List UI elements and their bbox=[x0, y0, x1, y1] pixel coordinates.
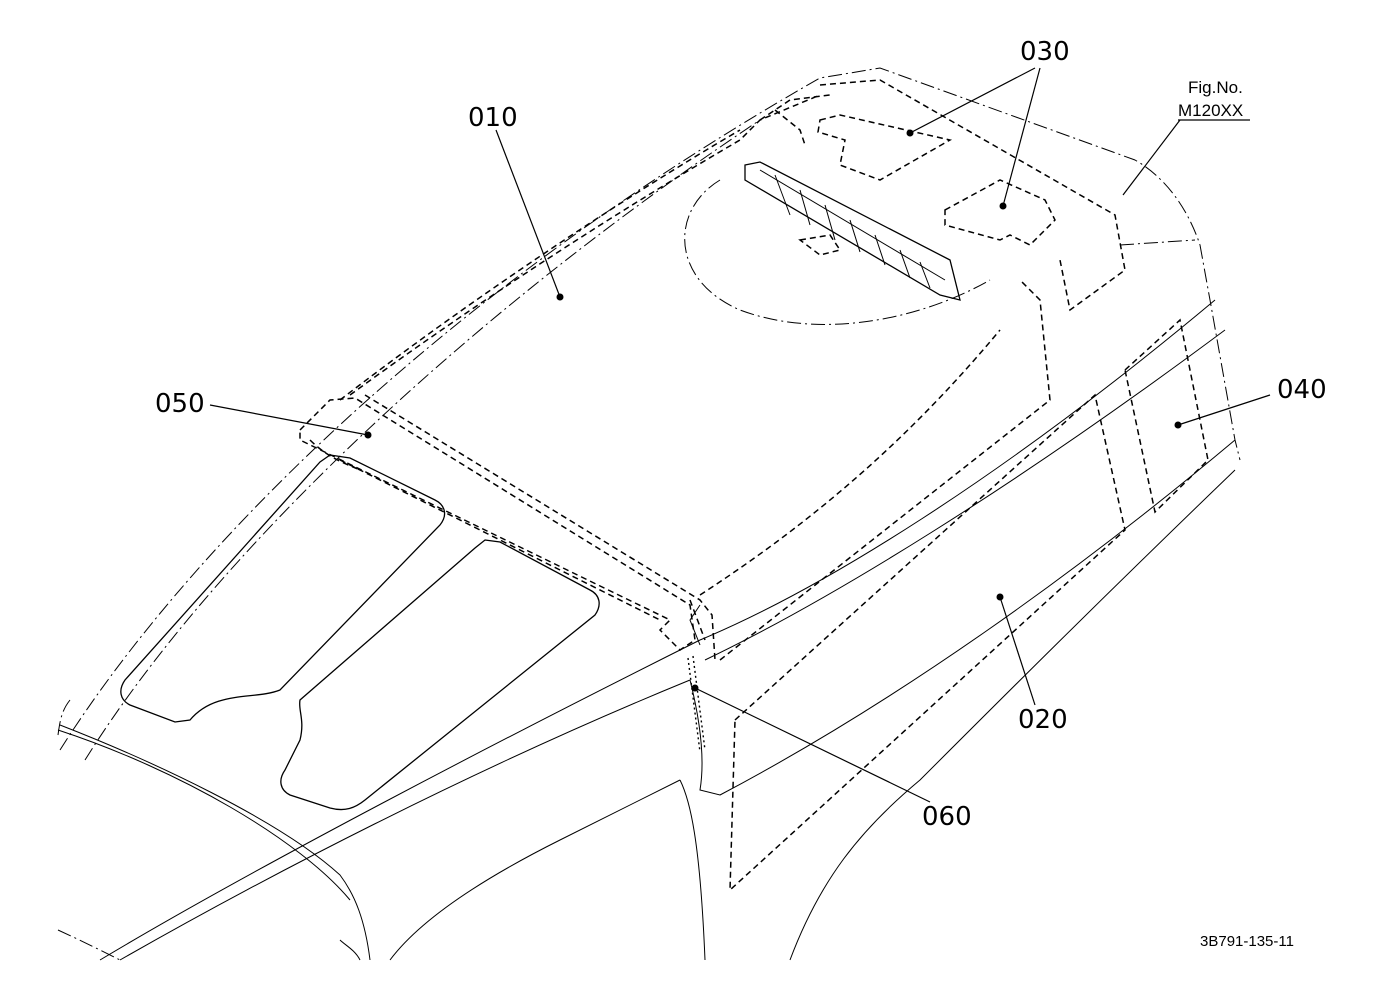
decal-030 bbox=[774, 109, 1056, 246]
leader-lines bbox=[209, 67, 1271, 803]
drawing-code: 3B791-135-11 bbox=[1200, 933, 1294, 950]
roof-panel-010 bbox=[339, 79, 1126, 661]
callout-010: 010 bbox=[468, 103, 518, 133]
dot-030-a bbox=[906, 129, 914, 137]
dot-040 bbox=[1174, 421, 1182, 429]
weatherstrip-060 bbox=[687, 655, 706, 753]
dot-050 bbox=[364, 431, 372, 439]
callout-060: 060 bbox=[922, 802, 972, 832]
roof-outline bbox=[57, 67, 1241, 961]
fig-number: M120XX bbox=[1178, 101, 1243, 120]
reference-dots bbox=[364, 129, 1182, 692]
cabin-body-lines bbox=[57, 299, 1236, 961]
callout-050: 050 bbox=[155, 389, 205, 419]
fig-label: Fig.No. bbox=[1188, 78, 1243, 97]
dot-010 bbox=[556, 293, 564, 301]
skylight-windows bbox=[120, 454, 600, 811]
side-panel-020 bbox=[729, 393, 1126, 892]
side-decal-040 bbox=[1124, 318, 1209, 514]
callout-020: 020 bbox=[1018, 705, 1068, 735]
callout-030: 030 bbox=[1020, 37, 1070, 67]
dot-020 bbox=[996, 593, 1004, 601]
dot-030-b bbox=[999, 202, 1007, 210]
front-strip-050 bbox=[299, 397, 696, 651]
roof-vent-grille bbox=[744, 161, 961, 301]
callout-040: 040 bbox=[1277, 375, 1327, 405]
dot-060 bbox=[691, 684, 699, 692]
